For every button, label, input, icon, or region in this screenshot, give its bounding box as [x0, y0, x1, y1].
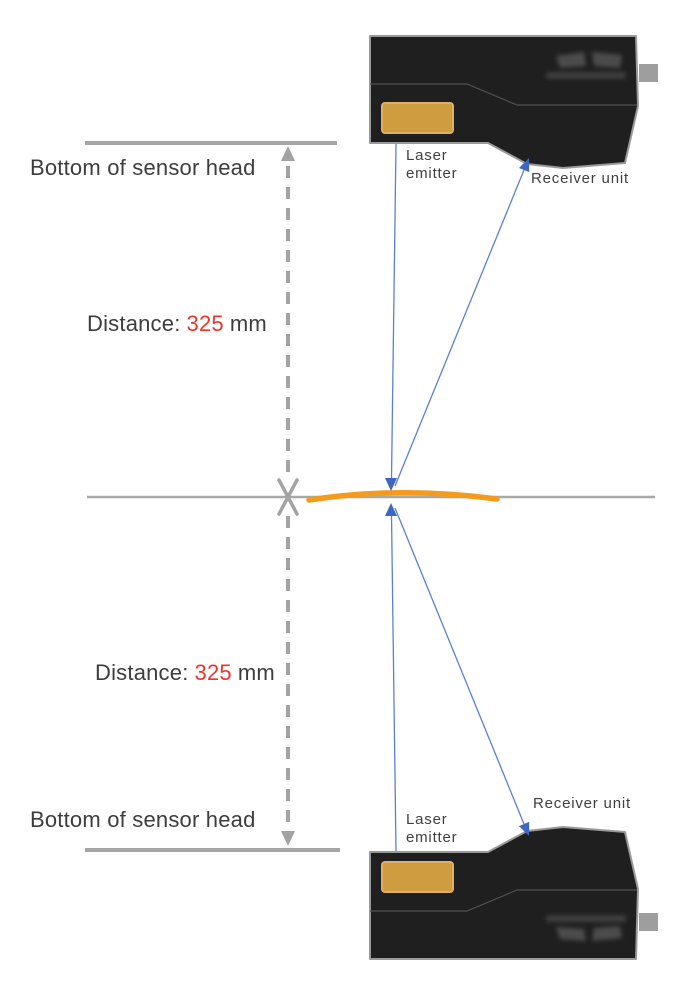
- bottom-receiver-beam-line: [394, 507, 525, 825]
- top-sensor-body: [369, 35, 639, 169]
- down-arrowhead-icon: [281, 831, 295, 846]
- top-emitter-beam-arrowhead-icon: [385, 478, 397, 491]
- top-receiver-unit-label: Receiver unit: [531, 170, 629, 187]
- bottom-reference-label: Bottom of sensor head: [30, 807, 256, 832]
- bottom-sensor-seam-line: [370, 889, 637, 912]
- bottom-emitter-beam-line: [390, 514, 397, 852]
- top-sensor-connector: [639, 64, 658, 82]
- bottom-sensor-logo-blurred: [546, 915, 626, 941]
- top-distance-unit: mm: [229, 311, 267, 336]
- bottom-distance-prefix: Distance:: [95, 660, 189, 685]
- bottom-distance-value: 325: [194, 660, 232, 685]
- up-arrowhead-icon: [281, 146, 295, 161]
- bottom-receiver-unit-label: Receiver unit: [533, 795, 631, 812]
- measurement-target-arc: [306, 490, 500, 503]
- top-sensor-seam-line: [370, 83, 637, 106]
- top-laser-emitter-label: Laser emitter: [406, 147, 458, 182]
- top-distance-value: 325: [186, 311, 224, 336]
- top-receiver-beam-arrowhead-icon: [519, 158, 530, 173]
- bottom-emitter-beam-arrowhead-icon: [385, 503, 397, 516]
- bottom-receiver-beam-arrowhead-icon: [519, 821, 530, 836]
- bottom-laser-emitter-window: [381, 861, 454, 893]
- top-sensor-logo-blurred: [546, 52, 626, 79]
- top-receiver-beam-line: [394, 169, 525, 487]
- top-reference-label: Bottom of sensor head: [30, 155, 256, 180]
- top-emitter-beam-line: [390, 143, 397, 480]
- bottom-sensor-body: [369, 826, 639, 960]
- bottom-laser-emitter-label: Laser emitter: [406, 811, 458, 846]
- top-sensor-head: [369, 35, 658, 169]
- dimension-cross-icon: [277, 478, 299, 516]
- bottom-distance-unit: mm: [237, 660, 275, 685]
- bottom-sensor-head: [369, 826, 658, 960]
- top-distance-prefix: Distance:: [87, 311, 181, 336]
- top-laser-emitter-window: [381, 102, 454, 134]
- bottom-sensor-connector: [639, 913, 658, 931]
